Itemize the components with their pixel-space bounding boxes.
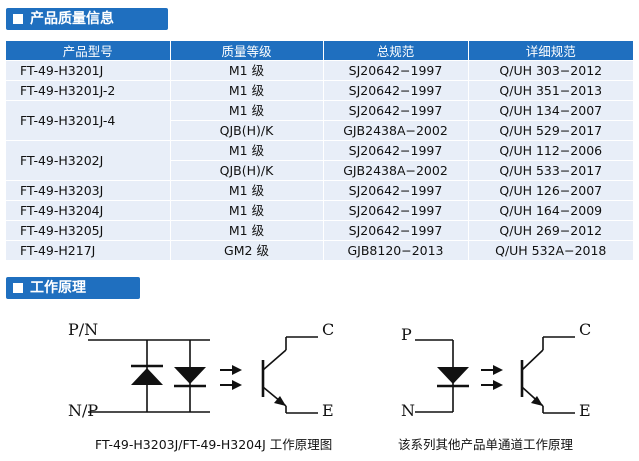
table-header-row: 产品型号 质量等级 总规范 详细规范 (6, 41, 633, 61)
square-bullet-icon (13, 14, 23, 24)
cell-model: FT-49-H3204J (6, 200, 171, 221)
cell-general-spec: GJB2438A−2002 (323, 160, 469, 181)
cell-general-spec: SJ20642−1997 (323, 140, 469, 161)
cell-detail-spec: Q/UH 126−2007 (468, 180, 633, 201)
cell-general-spec: SJ20642−1997 (323, 100, 469, 121)
header-grade: 质量等级 (170, 41, 324, 61)
header-detail-spec: 详细规范 (468, 41, 633, 61)
light-emission-arrows-icon (481, 365, 503, 390)
cell-general-spec: SJ20642−1997 (323, 180, 469, 201)
header-model: 产品型号 (6, 41, 171, 61)
cell-grade: GM2 级 (170, 240, 324, 260)
cell-model: FT-49-H217J (6, 240, 171, 260)
label-c: C (322, 320, 334, 339)
led-diode-down-icon (174, 367, 206, 384)
phototransistor-icon (520, 336, 575, 414)
cell-grade: M1 级 (170, 100, 324, 121)
label-e: E (322, 401, 334, 420)
cell-general-spec: GJB2438A−2002 (323, 120, 469, 141)
square-bullet-icon (13, 283, 23, 293)
cell-model: FT-49-H3202J (6, 140, 171, 181)
cell-model: FT-49-H3201J (6, 60, 171, 81)
led-diode-up-icon (131, 368, 163, 385)
cell-grade: M1 级 (170, 220, 324, 241)
cell-detail-spec: Q/UH 533−2017 (468, 160, 633, 181)
cell-detail-spec: Q/UH 529−2017 (468, 120, 633, 141)
phototransistor-icon (261, 336, 318, 414)
label-pn: P/N (68, 320, 98, 339)
cell-grade: M1 级 (170, 180, 324, 201)
caption-right: 该系列其他产品单通道工作原理 (398, 437, 574, 452)
cell-grade: M1 级 (170, 60, 324, 81)
label-p: P (401, 325, 412, 344)
cell-grade: M1 级 (170, 140, 324, 161)
section-title-text: 产品质量信息 (30, 11, 114, 27)
section-title-principle: 工作原理 (6, 277, 140, 299)
cell-detail-spec: Q/UH 303−2012 (468, 60, 633, 81)
cell-detail-spec: Q/UH 112−2006 (468, 140, 633, 161)
cell-general-spec: SJ20642−1997 (323, 200, 469, 221)
cell-general-spec: SJ20642−1997 (323, 60, 469, 81)
cell-model: FT-49-H3203J (6, 180, 171, 201)
header-general-spec: 总规范 (323, 41, 469, 61)
cell-detail-spec: Q/UH 532A−2018 (468, 240, 633, 260)
cell-detail-spec: Q/UH 269−2012 (468, 220, 633, 241)
circuit-diagram-single: P N C E (401, 320, 591, 420)
cell-detail-spec: Q/UH 351−2013 (468, 80, 633, 101)
label-c: C (579, 320, 591, 339)
cell-model: FT-49-H3201J-2 (6, 80, 171, 101)
cell-model: FT-49-H3205J (6, 220, 171, 241)
label-np: N/P (68, 401, 98, 420)
cell-general-spec: SJ20642−1997 (323, 220, 469, 241)
cell-detail-spec: Q/UH 164−2009 (468, 200, 633, 221)
cell-model: FT-49-H3201J-4 (6, 100, 171, 141)
cell-grade: QJB(H)/K (170, 120, 324, 141)
light-emission-arrows-icon (220, 365, 242, 390)
cell-general-spec: GJB8120−2013 (323, 240, 469, 260)
cell-detail-spec: Q/UH 134−2007 (468, 100, 633, 121)
label-n: N (401, 401, 415, 420)
cell-grade: QJB(H)/K (170, 160, 324, 181)
section-title-quality: 产品质量信息 (6, 8, 168, 30)
cell-grade: M1 级 (170, 200, 324, 221)
section-title-text: 工作原理 (30, 280, 86, 296)
circuit-diagram-dual: P/N N/P C E (68, 320, 334, 420)
led-diode-down-icon (437, 367, 469, 384)
caption-left: FT-49-H3203J/FT-49-H3204J 工作原理图 (95, 437, 333, 452)
label-e: E (579, 401, 591, 420)
cell-grade: M1 级 (170, 80, 324, 101)
cell-general-spec: SJ20642−1997 (323, 80, 469, 101)
